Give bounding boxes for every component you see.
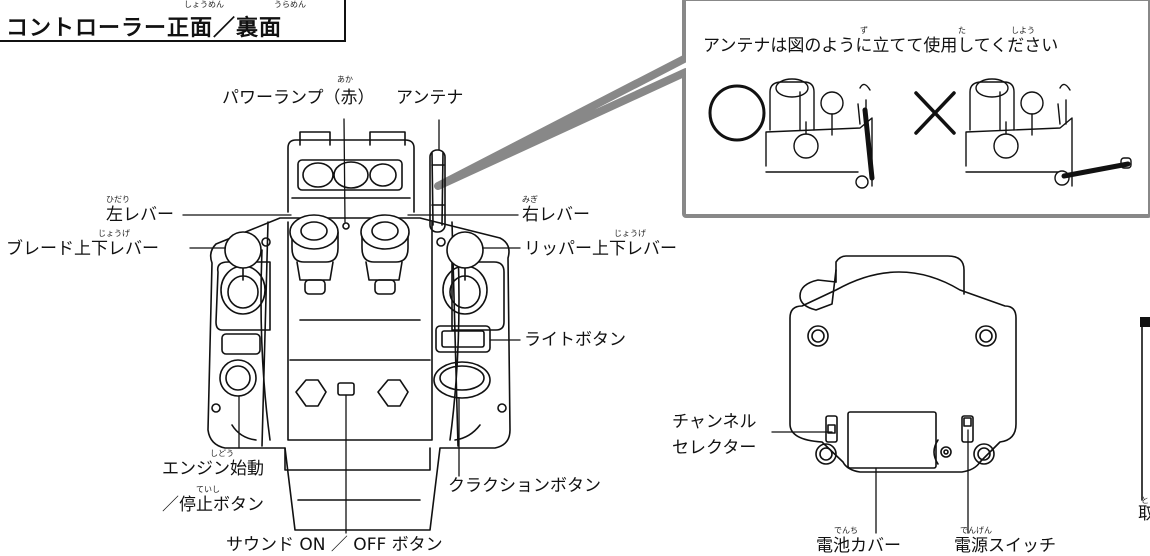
title-ruby-front: しょうめん	[184, 0, 224, 9]
power-lamp-ruby: あか	[337, 75, 353, 84]
power-switch-ruby: でんげん	[960, 526, 992, 535]
blade-lever-ruby: じょうげ	[98, 229, 130, 238]
controller-back-drawing	[789, 255, 1017, 473]
ripper-lever-ruby: じょうげ	[614, 229, 646, 238]
engine-stop-ruby: ていし	[196, 485, 220, 494]
right-lever-ruby: みぎ	[522, 195, 538, 204]
battery-cover-ruby: でんち	[834, 526, 858, 535]
blade-lever-label: ブレード上下レバー	[6, 239, 159, 259]
note-ruby-shiyou: しよう	[1011, 26, 1035, 35]
section-title: コントローラー正面／裏面	[6, 16, 283, 41]
back-leader-lines	[771, 429, 969, 534]
engine-start-ruby: しどう	[210, 449, 234, 458]
channel-selector-label-1: チャンネル	[672, 412, 757, 432]
adjacent-section-partial	[1140, 317, 1150, 501]
horn-button-label: クラクションボタン	[448, 476, 601, 496]
engine-stop-label: ／停止ボタン	[162, 495, 264, 515]
antenna-instruction: アンテナは図のように立てて使用してください	[703, 36, 1059, 56]
antenna-ng-illustration	[914, 78, 1132, 187]
note-ruby-ta: た	[958, 26, 966, 35]
edge-ruby: と	[1141, 496, 1149, 505]
battery-cover-label: 電池カバー	[816, 536, 901, 556]
power-switch-label: 電源スイッチ	[954, 536, 1056, 556]
left-lever-ruby: ひだり	[106, 195, 130, 204]
section-title-box: しょうめん うらめん コントローラー正面／裏面	[0, 0, 346, 42]
front-leader-lines	[182, 118, 521, 534]
sound-button-label: サウンド ON ／ OFF ボタン	[226, 535, 443, 555]
ripper-lever-label: リッパー上下レバー	[524, 239, 677, 259]
title-ruby-back: うらめん	[274, 0, 306, 9]
note-ruby-zu: ず	[860, 26, 868, 35]
antenna-ok-illustration	[708, 78, 875, 189]
antenna-callout	[434, 0, 1150, 218]
light-button-label: ライトボタン	[524, 330, 626, 350]
right-lever-label: 右レバー	[522, 205, 590, 225]
left-lever-label: 左レバー	[106, 205, 174, 225]
controller-front-drawing	[207, 131, 511, 531]
edge-text: 取	[1138, 504, 1150, 524]
antenna-label: アンテナ	[396, 88, 464, 108]
channel-selector-label-2: セレクター	[672, 438, 757, 458]
power-lamp-label: パワーランプ（赤）	[222, 88, 375, 108]
engine-start-label: エンジン始動	[162, 459, 264, 479]
